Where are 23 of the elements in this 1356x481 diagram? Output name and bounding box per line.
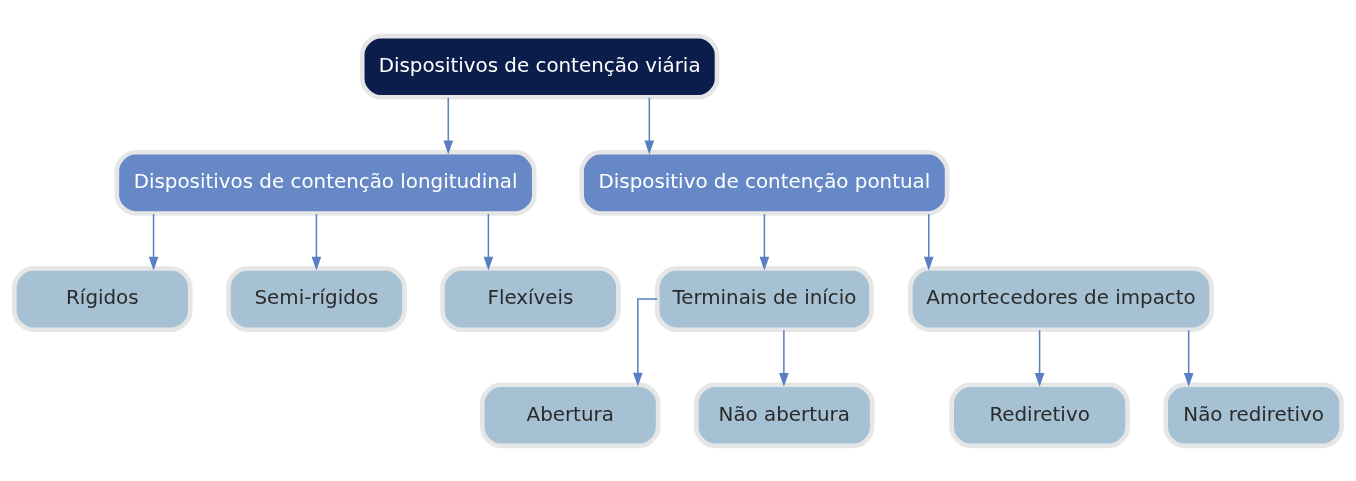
node-box: Rediretivo [949,381,1130,448]
node-box: Terminais de início [655,265,874,332]
arrow [311,212,322,271]
arrow [759,212,770,271]
node-box: Rígidos [12,265,193,332]
node-box: Semi-rígidos [226,265,407,332]
arrow [923,212,934,271]
node-box: Dispositivo de contenção pontual [579,149,950,216]
node-box: Flexíveis [440,265,621,332]
node-box: Abertura [480,381,661,448]
node-box: Dispositivos de contenção viária [359,33,720,100]
arrow [644,96,655,154]
node-box: Dispositivos de contenção longitudinal [114,149,537,216]
node-box: Não rediretivo [1163,381,1344,448]
arrow [779,329,789,387]
arrow [633,297,658,386]
arrow [1183,329,1194,387]
arrow [483,212,494,271]
arrow [1034,329,1045,387]
node-box: Não abertura [694,381,875,448]
arrow [148,212,159,271]
arrow [443,96,454,154]
node-box: Amortecedores de impacto [908,265,1214,332]
